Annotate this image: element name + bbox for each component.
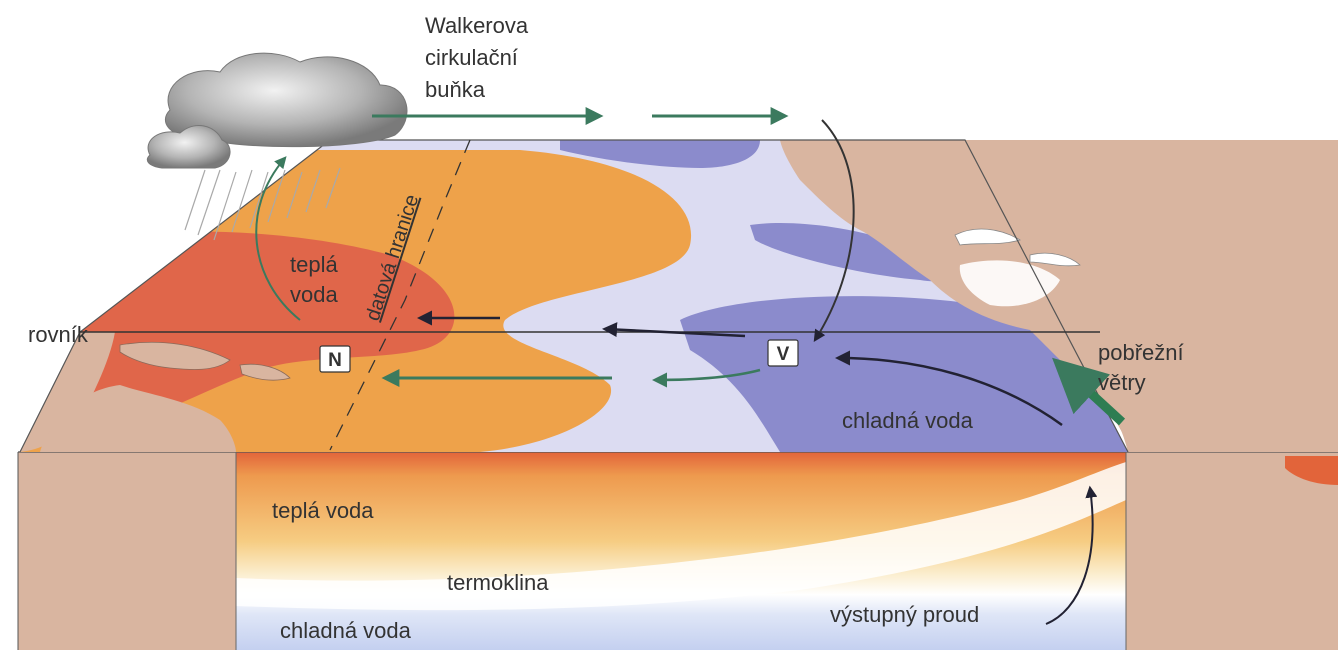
equator-label: rovník bbox=[28, 322, 89, 347]
walker-label-line1: Walkerova bbox=[425, 13, 529, 38]
warm-water-top-label-line2: voda bbox=[290, 282, 338, 307]
upwelling-label: výstupný proud bbox=[830, 602, 979, 627]
coastal-winds-label-line2: větry bbox=[1098, 370, 1146, 395]
cold-water-surface-label: chladná voda bbox=[842, 408, 974, 433]
walker-label-line3: buňka bbox=[425, 77, 486, 102]
cold-water-deep-label: chladná voda bbox=[280, 618, 412, 643]
walker-label-line2: cirkulační bbox=[425, 45, 518, 70]
cross-section bbox=[18, 452, 1338, 650]
ocean-map bbox=[0, 140, 1338, 452]
east-marker-label: V bbox=[777, 344, 790, 365]
warm-water-section-label: teplá voda bbox=[272, 498, 374, 523]
east-land-section bbox=[1126, 452, 1338, 650]
west-land-section bbox=[18, 452, 236, 650]
thermocline-label: termoklina bbox=[447, 570, 549, 595]
coastal-winds-label-line1: pobřežní bbox=[1098, 340, 1184, 365]
warm-water-top-label-line1: teplá bbox=[290, 252, 338, 277]
west-marker-label: N bbox=[328, 350, 342, 371]
